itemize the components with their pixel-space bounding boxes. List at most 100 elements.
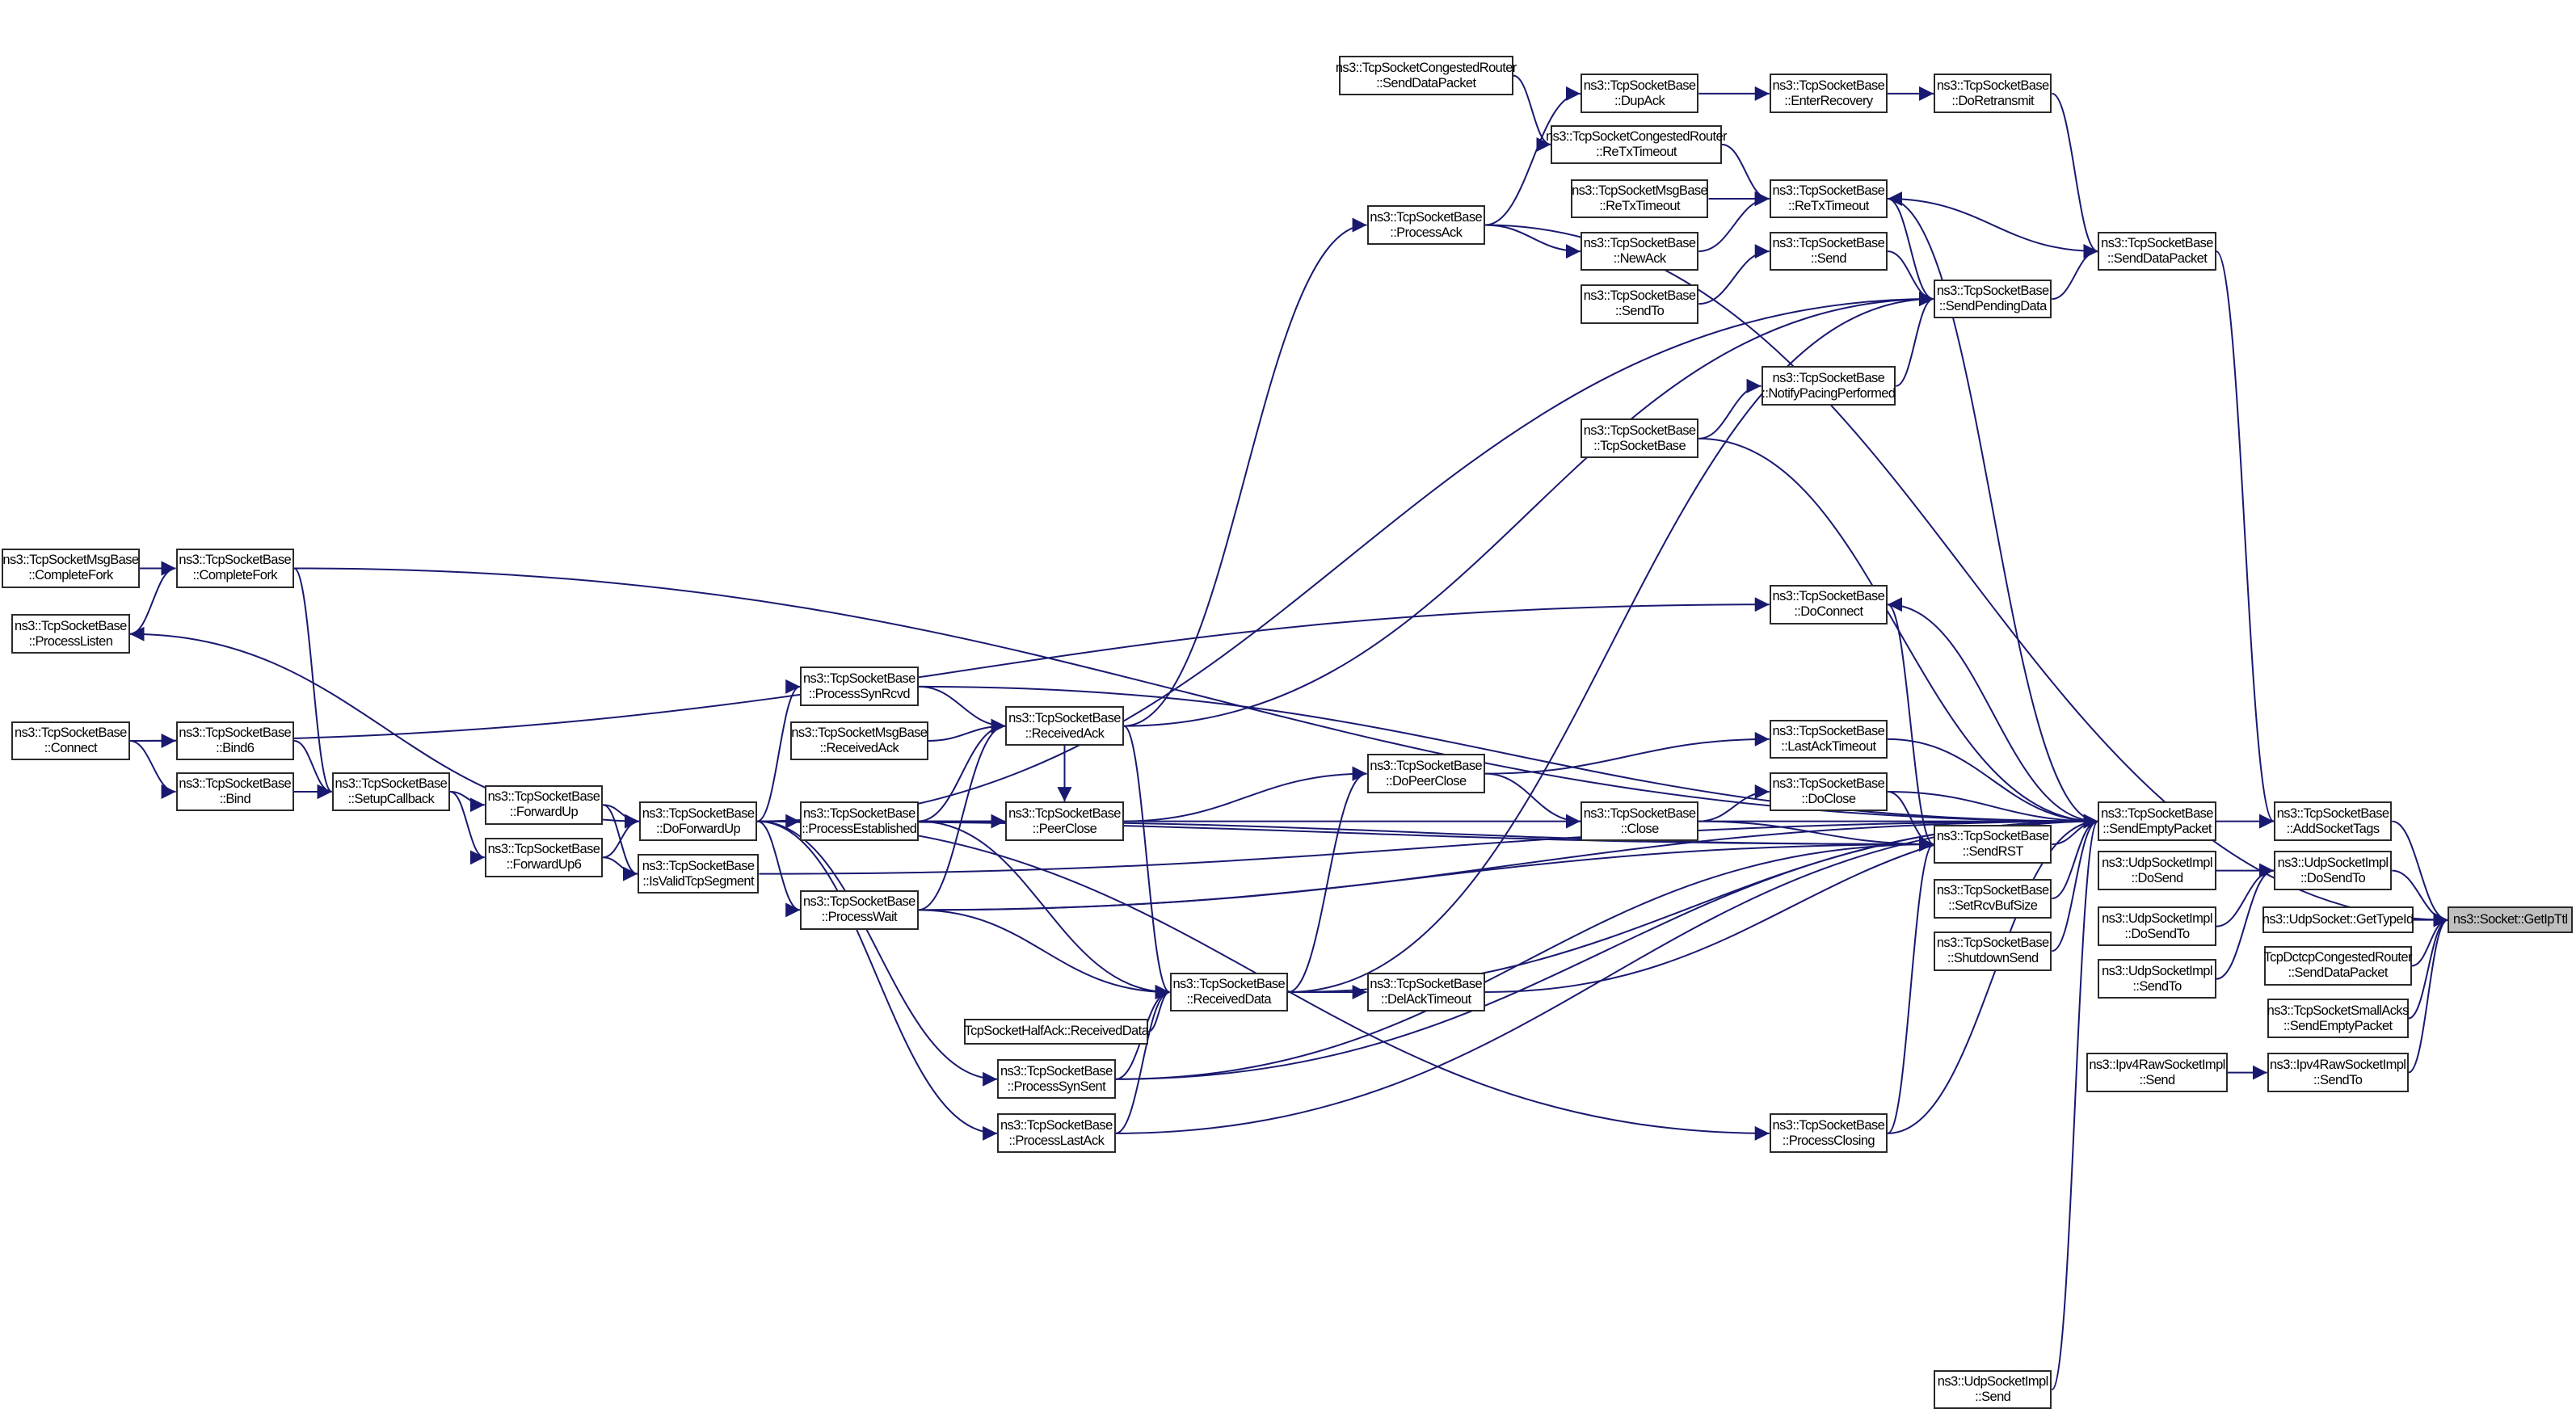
node-label: ::DupAck — [1614, 93, 1665, 108]
node-cong-senddata[interactable]: ns3::TcpSocketCongestedRouter::SendDataP… — [1336, 56, 1517, 95]
node-forwardup6[interactable]: ns3::TcpSocketBase::ForwardUp6 — [484, 837, 604, 877]
node-udp-send[interactable]: ns3::UdpSocketImpl::Send — [1934, 1369, 2052, 1410]
node-addsockettags[interactable]: ns3::TcpSocketBase::AddSocketTags — [2273, 801, 2393, 841]
node-dopeerclose[interactable]: ns3::TcpSocketBase::DoPeerClose — [1366, 754, 1485, 793]
node-label: ::ProcessListen — [28, 633, 113, 649]
node-setupcallback[interactable]: ns3::TcpSocketBase::SetupCallback — [331, 772, 451, 812]
node-notifypacing[interactable]: ns3::TcpSocketBase::NotifyPacingPerforme… — [1761, 366, 1896, 406]
node-ctor[interactable]: ns3::TcpSocketBase::TcpSocketBase — [1580, 418, 1699, 459]
node-msg-retx[interactable]: ns3::TcpSocketMsgBase::ReTxTimeout — [1570, 179, 1709, 219]
node-processsynsent[interactable]: ns3::TcpSocketBase::ProcessSynSent — [997, 1059, 1116, 1100]
node-label: ns3::TcpSocketBase — [1370, 977, 1483, 992]
node-msg-completefork[interactable]: ns3::TcpSocketMsgBase::CompleteFork — [2, 549, 140, 588]
node-label: ns3::TcpSocketBase — [1370, 209, 1483, 225]
node-label: ::SendTo — [2313, 1072, 2363, 1087]
node-label: ::ProcessLastAck — [1008, 1133, 1105, 1148]
node-delacktimeout[interactable]: ns3::TcpSocketBase::DelAckTimeout — [1366, 972, 1485, 1012]
node-retxtimeout[interactable]: ns3::TcpSocketBase::ReTxTimeout — [1769, 179, 1888, 219]
node-processlisten[interactable]: ns3::TcpSocketBase::ProcessListen — [11, 614, 130, 654]
node-getipttl[interactable]: ns3::Socket::GetIpTtl — [2448, 906, 2573, 933]
node-peerclose[interactable]: ns3::TcpSocketBase::PeerClose — [1005, 801, 1124, 841]
node-label: ns3::TcpSocketCongestedRouter — [1546, 128, 1727, 144]
node-doretransmit[interactable]: ns3::TcpSocketBase::DoRetransmit — [1934, 74, 2052, 114]
edge-ipv4raw_sendto-to-getipttl — [2408, 912, 2448, 1074]
node-processsynrcvd[interactable]: ns3::TcpSocketBase::ProcessSynRcvd — [800, 667, 919, 707]
node-udp-dosend[interactable]: ns3::UdpSocketImpl::DoSend — [2098, 851, 2216, 890]
node-doforwardup[interactable]: ns3::TcpSocketBase::DoForwardUp — [638, 801, 758, 841]
node-label: ::CompleteFork — [28, 568, 113, 583]
node-receiveddata[interactable]: ns3::TcpSocketBase::ReceivedData — [1169, 972, 1288, 1012]
node-udp-dosendto-b[interactable]: ns3::UdpSocketImpl::DoSendTo — [2098, 906, 2216, 947]
node-processlastack[interactable]: ns3::TcpSocketBase::ProcessLastAck — [997, 1113, 1116, 1154]
node-label: ns3::TcpSocketBase — [802, 671, 915, 686]
node-halfack[interactable]: TcpSocketHalfAck::ReceivedData — [964, 1018, 1149, 1045]
node-label: ns3::TcpSocketBase — [179, 776, 292, 791]
node-sendemptypacket[interactable]: ns3::TcpSocketBase::SendEmptyPacket — [2098, 801, 2216, 841]
edge-connect-to-doconnect — [129, 597, 1770, 742]
node-doclose[interactable]: ns3::TcpSocketBase::DoClose — [1769, 772, 1888, 812]
edge-completefork-to-sendemptypacket — [293, 567, 2098, 829]
node-label: ::AddSocketTags — [2286, 821, 2380, 836]
node-processclosing[interactable]: ns3::TcpSocketBase::ProcessClosing — [1769, 1113, 1888, 1154]
node-shutdownsend[interactable]: ns3::TcpSocketBase::ShutdownSend — [1934, 931, 2052, 971]
node-label: ns3::TcpSocketBase — [642, 805, 755, 821]
node-label: ::SendTo — [2132, 978, 2182, 994]
node-label: ::Connect — [44, 740, 98, 755]
node-label: ns3::TcpSocketBase — [1772, 776, 1885, 791]
node-completefork[interactable]: ns3::TcpSocketBase::CompleteFork — [175, 549, 294, 588]
node-processack[interactable]: ns3::TcpSocketBase::ProcessAck — [1366, 205, 1485, 245]
node-doconnect[interactable]: ns3::TcpSocketBase::DoConnect — [1769, 584, 1888, 624]
node-label: ::CompleteFork — [192, 568, 278, 583]
node-sendpendingdata[interactable]: ns3::TcpSocketBase::SendPendingData — [1934, 279, 2052, 319]
edge-forwardup6-to-isvalid — [603, 856, 638, 881]
node-isvalid[interactable]: ns3::TcpSocketBase::IsValidTcpSegment — [637, 854, 760, 894]
node-connect[interactable]: ns3::TcpSocketBase::Connect — [11, 721, 130, 761]
node-sendto[interactable]: ns3::TcpSocketBase::SendTo — [1580, 284, 1699, 324]
edge-processlastack-to-receiveddata — [1115, 985, 1170, 1134]
edge-notifypacing-to-sendpendingdata — [1895, 292, 1934, 387]
node-receivedack[interactable]: ns3::TcpSocketBase::ReceivedAck — [1005, 706, 1124, 746]
node-sendrst[interactable]: ns3::TcpSocketBase::SendRST — [1934, 824, 2052, 864]
node-close[interactable]: ns3::TcpSocketBase::Close — [1580, 801, 1699, 841]
node-dupack[interactable]: ns3::TcpSocketBase::DupAck — [1580, 74, 1699, 114]
node-enterrecovery[interactable]: ns3::TcpSocketBase::EnterRecovery — [1769, 74, 1888, 114]
edge-retxtimeout-to-sendpendingdata — [1887, 198, 1934, 306]
node-label: ::ReceivedData — [1186, 992, 1272, 1007]
node-msg-receivedack[interactable]: ns3::TcpSocketMsgBase::ReceivedAck — [789, 721, 928, 761]
node-smallacks[interactable]: ns3::TcpSocketSmallAcks::SendEmptyPacket — [2267, 999, 2409, 1038]
node-label: ::ReTxTimeout — [1599, 199, 1680, 213]
node-label: ns3::TcpSocketSmallAcks — [2267, 1003, 2410, 1018]
edge-cong_senddata-to-cong_retx — [1513, 74, 1551, 152]
node-ipv4raw-sendto[interactable]: ns3::Ipv4RawSocketImpl::SendTo — [2267, 1053, 2409, 1093]
node-lastacktimeout[interactable]: ns3::TcpSocketBase::LastAckTimeout — [1769, 719, 1888, 759]
node-senddatapacket[interactable]: ns3::TcpSocketBase::SendDataPacket — [2098, 231, 2216, 271]
node-setrcvbufsize[interactable]: ns3::TcpSocketBase::SetRcvBufSize — [1934, 878, 2052, 919]
node-bind6[interactable]: ns3::TcpSocketBase::Bind6 — [175, 721, 294, 761]
node-label: ::SendPendingData — [1938, 299, 2048, 314]
node-label: ::NotifyPacingPerformed — [1762, 385, 1896, 401]
node-dctcp-senddata[interactable]: TcpDctcpCongestedRouter::SendDataPacket — [2263, 946, 2412, 986]
node-label: ::SendTo — [1614, 304, 1665, 319]
node-label: ::NewAck — [1613, 251, 1666, 267]
edge-receivedack-to-processack — [1123, 217, 1367, 727]
node-udp-sendto[interactable]: ns3::UdpSocketImpl::SendTo — [2098, 959, 2216, 999]
edge-ctor-to-notifypacing — [1698, 378, 1762, 439]
node-label: ns3::TcpSocketBase — [1583, 805, 1696, 821]
node-label: ns3::TcpSocketBase — [1936, 78, 2049, 93]
node-bind[interactable]: ns3::TcpSocketBase::Bind — [175, 772, 294, 812]
node-label: ::SetupCallback — [347, 791, 435, 806]
edge-processclosing-to-sendrst — [1887, 837, 1934, 1134]
node-processwait[interactable]: ns3::TcpSocketBase::ProcessWait — [800, 889, 919, 930]
edge-udp_sendto-to-udp_dosendto_a — [2216, 863, 2275, 980]
node-label: TcpDctcpCongestedRouter — [2263, 950, 2412, 965]
node-cong-retx[interactable]: ns3::TcpSocketCongestedRouter::ReTxTimeo… — [1546, 124, 1728, 165]
node-forwardup[interactable]: ns3::TcpSocketBase::ForwardUp — [484, 784, 604, 825]
node-processestablished[interactable]: ns3::TcpSocketBase::ProcessEstablished — [800, 801, 919, 841]
node-label: ::Close — [1620, 821, 1660, 836]
node-udp-gettypeid[interactable]: ns3::UdpSocket::GetTypeId — [2262, 906, 2414, 933]
node-ipv4raw-send[interactable]: ns3::Ipv4RawSocketImpl::Send — [2086, 1053, 2228, 1093]
node-label: ::Bind6 — [216, 740, 255, 755]
node-udp-dosendto-a[interactable]: ns3::UdpSocketImpl::DoSendTo — [2273, 851, 2393, 890]
node-newack[interactable]: ns3::TcpSocketBase::NewAck — [1580, 231, 1699, 271]
node-send[interactable]: ns3::TcpSocketBase::Send — [1769, 231, 1888, 271]
